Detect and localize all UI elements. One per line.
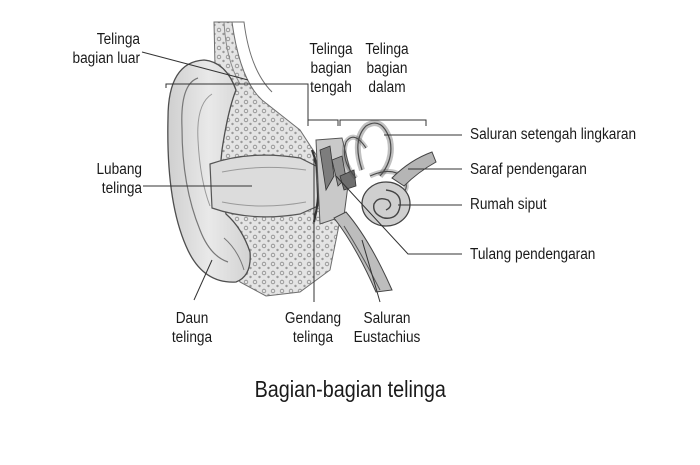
label-eustachian-tube: Saluran Eustachius (353, 310, 421, 346)
ear-canal-shape (209, 154, 319, 218)
eustachian-tube-shape (333, 211, 393, 293)
label-inner-ear: Telinga bagian dalam (365, 41, 409, 96)
leader-ossicles (335, 175, 462, 255)
label-pinna: Daun telinga (171, 310, 213, 346)
pinna-shape (167, 59, 251, 283)
cochlea-shape (361, 181, 411, 227)
bracket-middle-ear (307, 119, 339, 126)
leader-pinna (193, 259, 213, 301)
label-semicircular-canals: Saluran setengah lingkaran (470, 126, 637, 143)
leader-eustachian (361, 239, 381, 303)
label-ossicles: Tulang pendengaran (470, 246, 596, 263)
ossicles-shape (315, 137, 357, 225)
figure-caption: Bagian-bagian telinga (0, 376, 700, 403)
bracket-outer-ear (165, 83, 309, 120)
label-eardrum: Gendang telinga (284, 310, 342, 346)
label-middle-ear: Telinga bagian tengah (309, 41, 353, 96)
bracket-inner-ear (339, 119, 427, 126)
label-ear-canal: Lubang telinga (96, 161, 142, 197)
label-outer-ear: Telinga bagian luar (72, 31, 140, 67)
label-cochlea: Rumah siput (470, 196, 547, 213)
label-auditory-nerve: Saraf pendengaran (470, 161, 587, 178)
leader-lines (141, 51, 462, 303)
leader-outer-ear (141, 51, 249, 81)
figure-caption-text: Bagian-bagian telinga (254, 376, 446, 402)
